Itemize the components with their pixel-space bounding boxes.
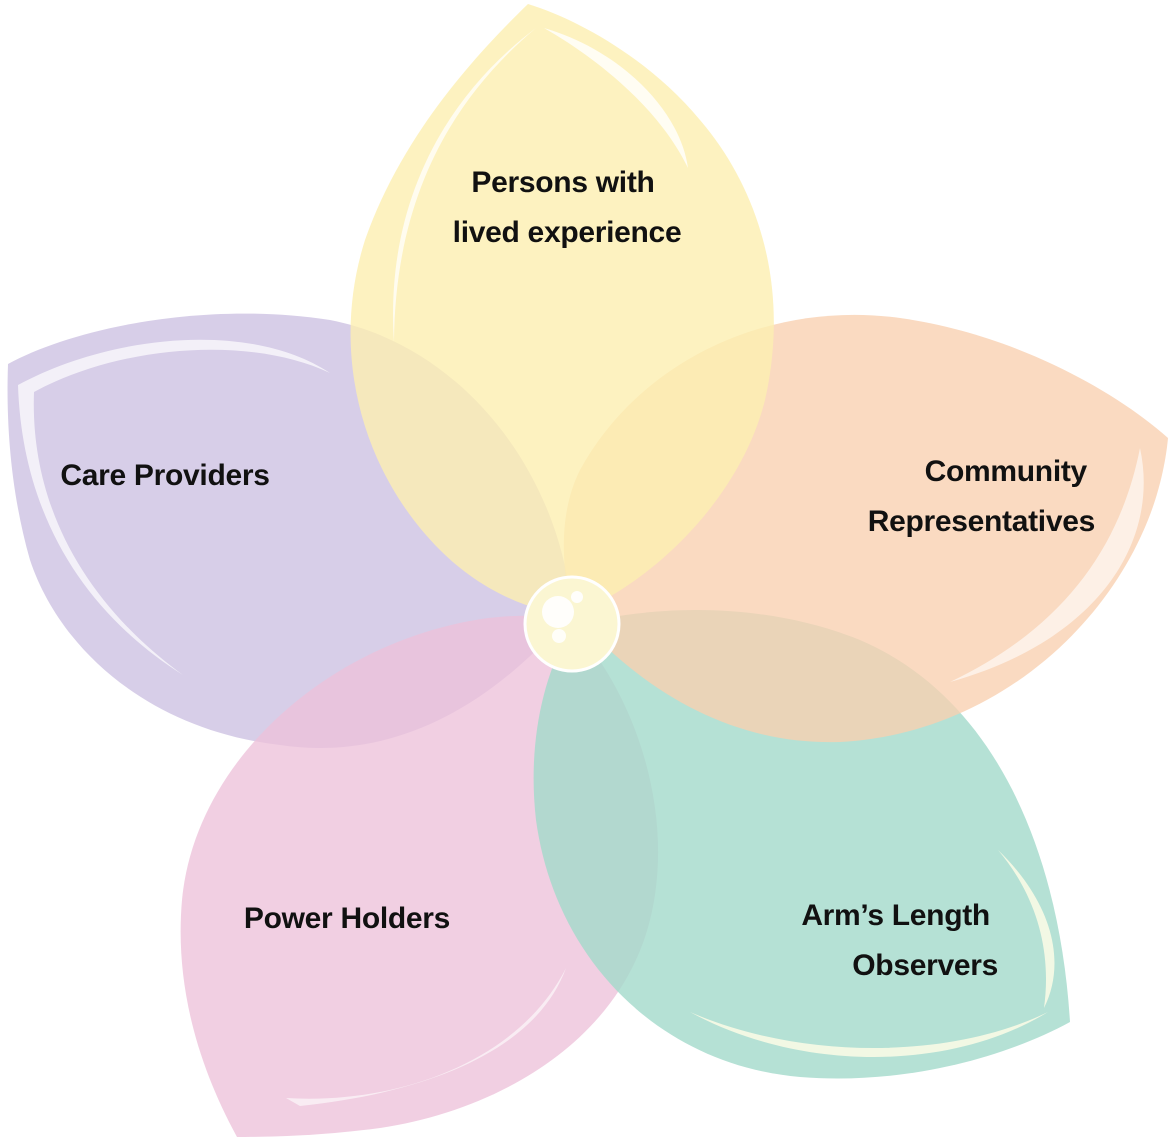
petal-persons-with-lived-experience [350, 4, 774, 615]
label-persons-with-lived-experience: Persons with lived experience [453, 166, 682, 249]
label-persons-line-2: lived experience [453, 216, 682, 249]
center-bead-highlight-large [542, 596, 574, 628]
label-community-line-2: Representatives [868, 505, 1095, 538]
petal-care-providers-highlight [18, 339, 330, 675]
label-arms-length-line-2: Observers [852, 949, 998, 982]
center-bead-circle [523, 575, 621, 673]
label-community-line-1: Community [925, 455, 1088, 488]
label-arms-length-line-1: Arm’s Length [801, 899, 990, 932]
petal-arms-length-highlight-right [998, 850, 1055, 1008]
center-bead [523, 575, 621, 673]
label-arms-length-observers: Arm’s Length Observers [801, 899, 998, 982]
label-care-providers: Care Providers [60, 459, 269, 492]
petal-community-highlight [950, 448, 1144, 682]
petal-persons-shape [350, 4, 774, 615]
center-bead-highlight-dot [552, 629, 566, 643]
petal-power-holders-highlight [286, 968, 566, 1106]
label-community-representatives: Community Representatives [868, 455, 1095, 538]
petal-arms-length-shape [533, 609, 1070, 1079]
label-power-holders: Power Holders [244, 902, 450, 935]
petal-arms-length-observers [533, 609, 1070, 1079]
petal-arms-length-highlight-lower [690, 1012, 1048, 1057]
petal-persons-highlight-left [393, 28, 536, 342]
center-bead-highlight-small [571, 591, 583, 603]
label-persons-line-1: Persons with [471, 166, 654, 199]
